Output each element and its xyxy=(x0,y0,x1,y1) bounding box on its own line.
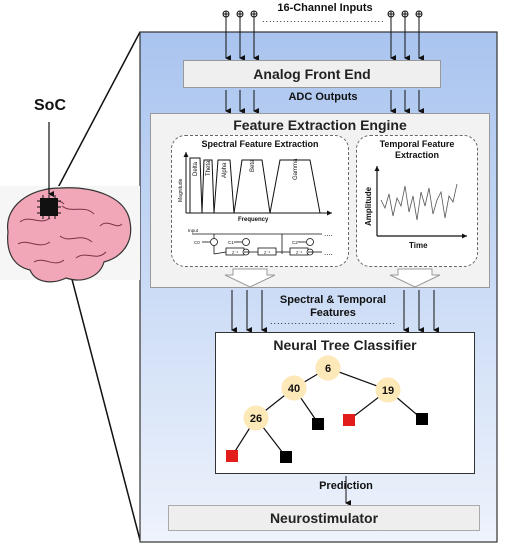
zoom-line-top xyxy=(51,31,141,200)
brain-illustration xyxy=(0,186,140,283)
ntc-label: Neural Tree Classifier xyxy=(273,337,417,353)
tree-node-right xyxy=(375,377,401,403)
prediction-label: Prediction xyxy=(319,480,373,492)
tree-leaf-black xyxy=(312,418,324,430)
feature-arrows xyxy=(231,290,439,333)
tree-label-left: 40 xyxy=(288,383,300,395)
adc-label: ADC Outputs xyxy=(288,91,358,103)
tree-label-leftleft: 26 xyxy=(250,413,262,425)
filter-c0: C0 xyxy=(194,240,200,245)
filter-z1b: z⁻¹ xyxy=(264,250,271,255)
neural-tree-classifier: Neural Tree Classifier 6 40 19 26 xyxy=(215,332,475,474)
neurostimulator: Neurostimulator xyxy=(168,505,480,531)
features-label-1: Spectral & Temporal xyxy=(279,294,387,306)
adc-arrows xyxy=(225,90,424,114)
svg-text:....: .... xyxy=(324,229,333,238)
tree-label-right: 19 xyxy=(382,385,394,397)
filter-z1c: z⁻¹ xyxy=(296,250,303,255)
temporal-title-1: Temporal Feature xyxy=(379,139,455,149)
band-theta: Theta xyxy=(206,160,212,176)
soc-label: SoC xyxy=(34,97,66,114)
analog-front-end: Analog Front End xyxy=(183,60,441,88)
spectral-ylabel: Magnitude xyxy=(178,178,184,202)
spectral-xlabel: Frequency xyxy=(238,217,269,223)
tree-node-leftleft xyxy=(243,405,269,431)
fee-label: Feature Extraction Engine xyxy=(233,117,407,133)
features-dots: ........................................ xyxy=(270,316,395,326)
spectral-graphic: Delta Theta Alpha Beta Gamma Magnitude F… xyxy=(178,152,333,257)
merge-arrows xyxy=(224,268,441,288)
band-beta: Beta xyxy=(250,159,256,172)
tree-node-root xyxy=(315,355,341,381)
temporal-graphic: Amplitude Time xyxy=(364,166,467,250)
tree-label-root: 6 xyxy=(325,363,331,375)
spectral-feature-box: Spectral Feature Extraction Delta Theta … xyxy=(171,135,349,267)
tree-node-left xyxy=(281,375,307,401)
tree-leaf-red xyxy=(343,414,355,426)
neuro-label: Neurostimulator xyxy=(269,510,379,526)
tree-leaf-black xyxy=(416,413,428,425)
band-delta: Delta xyxy=(193,161,199,176)
inputs-title: 16-Channel Inputs xyxy=(277,2,373,14)
temporal-ylabel: Amplitude xyxy=(364,186,373,226)
tree-leaf-black xyxy=(280,451,292,463)
temporal-xlabel: Time xyxy=(409,241,428,250)
filter-c1: C1 xyxy=(228,240,234,245)
tree-leaf-red xyxy=(226,450,238,462)
filter-z1a: z⁻¹ xyxy=(232,250,239,255)
svg-text:....: .... xyxy=(324,248,333,257)
feature-extraction-engine: Feature Extraction Engine Spectral Featu… xyxy=(150,113,490,288)
tree-graphic: 6 40 19 26 xyxy=(226,355,428,463)
temporal-feature-box: Temporal Feature Extraction Amplitude Ti… xyxy=(356,135,478,267)
band-gamma: Gamma xyxy=(293,158,299,180)
temporal-title-2: Extraction xyxy=(394,150,439,160)
inputs-dots: ........................................ xyxy=(262,14,384,24)
filter-input: Input xyxy=(188,228,199,233)
spectral-title: Spectral Feature Extraction xyxy=(201,139,319,149)
afe-label: Analog Front End xyxy=(253,66,371,82)
features-label-2: Features xyxy=(310,307,356,319)
input-channels xyxy=(222,10,424,61)
band-alpha: Alpha xyxy=(222,162,228,178)
filter-c2: C2 xyxy=(292,240,298,245)
